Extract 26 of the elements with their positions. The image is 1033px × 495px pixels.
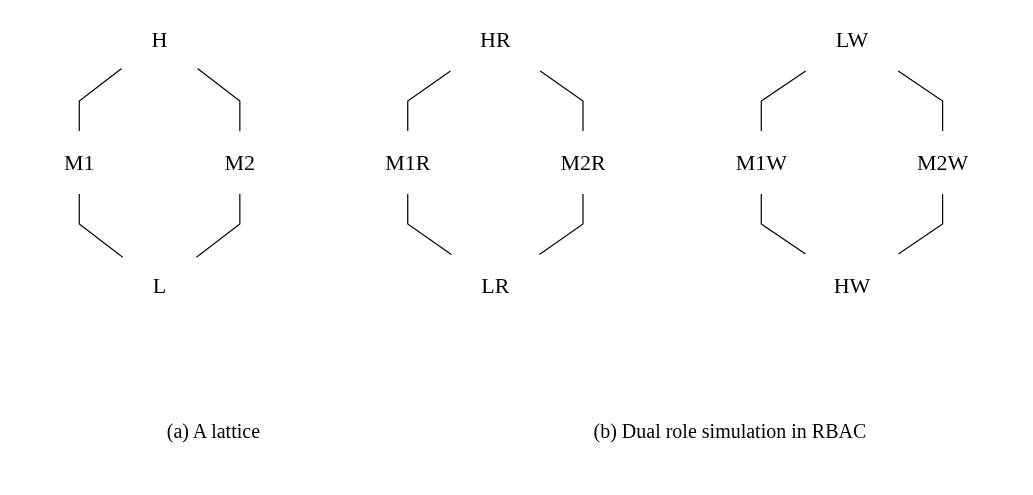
node-text: H — [151, 27, 168, 52]
connector — [898, 193, 944, 255]
figure-caption: (b) Dual role simulation in RBAC — [593, 420, 867, 443]
connector — [761, 193, 807, 255]
figure-caption: (a) A lattice — [166, 420, 261, 443]
node-text: HR — [480, 27, 512, 52]
connector — [197, 67, 241, 132]
node-text: M1R — [385, 150, 431, 175]
connector — [79, 193, 124, 258]
connector — [196, 193, 241, 258]
connector — [898, 70, 944, 132]
node-text: HW — [833, 273, 871, 298]
node-text: M2 — [224, 150, 256, 175]
connector — [540, 70, 584, 132]
node-text: LW — [836, 27, 869, 52]
connector — [407, 193, 453, 256]
connector — [539, 193, 584, 256]
connector — [79, 67, 123, 132]
connector — [761, 70, 807, 132]
connector — [407, 70, 452, 132]
node-text: M2W — [917, 150, 969, 175]
node-text: M1W — [735, 150, 788, 175]
node-text: L — [153, 273, 167, 298]
node-text: M2R — [560, 150, 606, 175]
node-text: LR — [481, 273, 510, 298]
node-text: M1 — [64, 150, 95, 175]
